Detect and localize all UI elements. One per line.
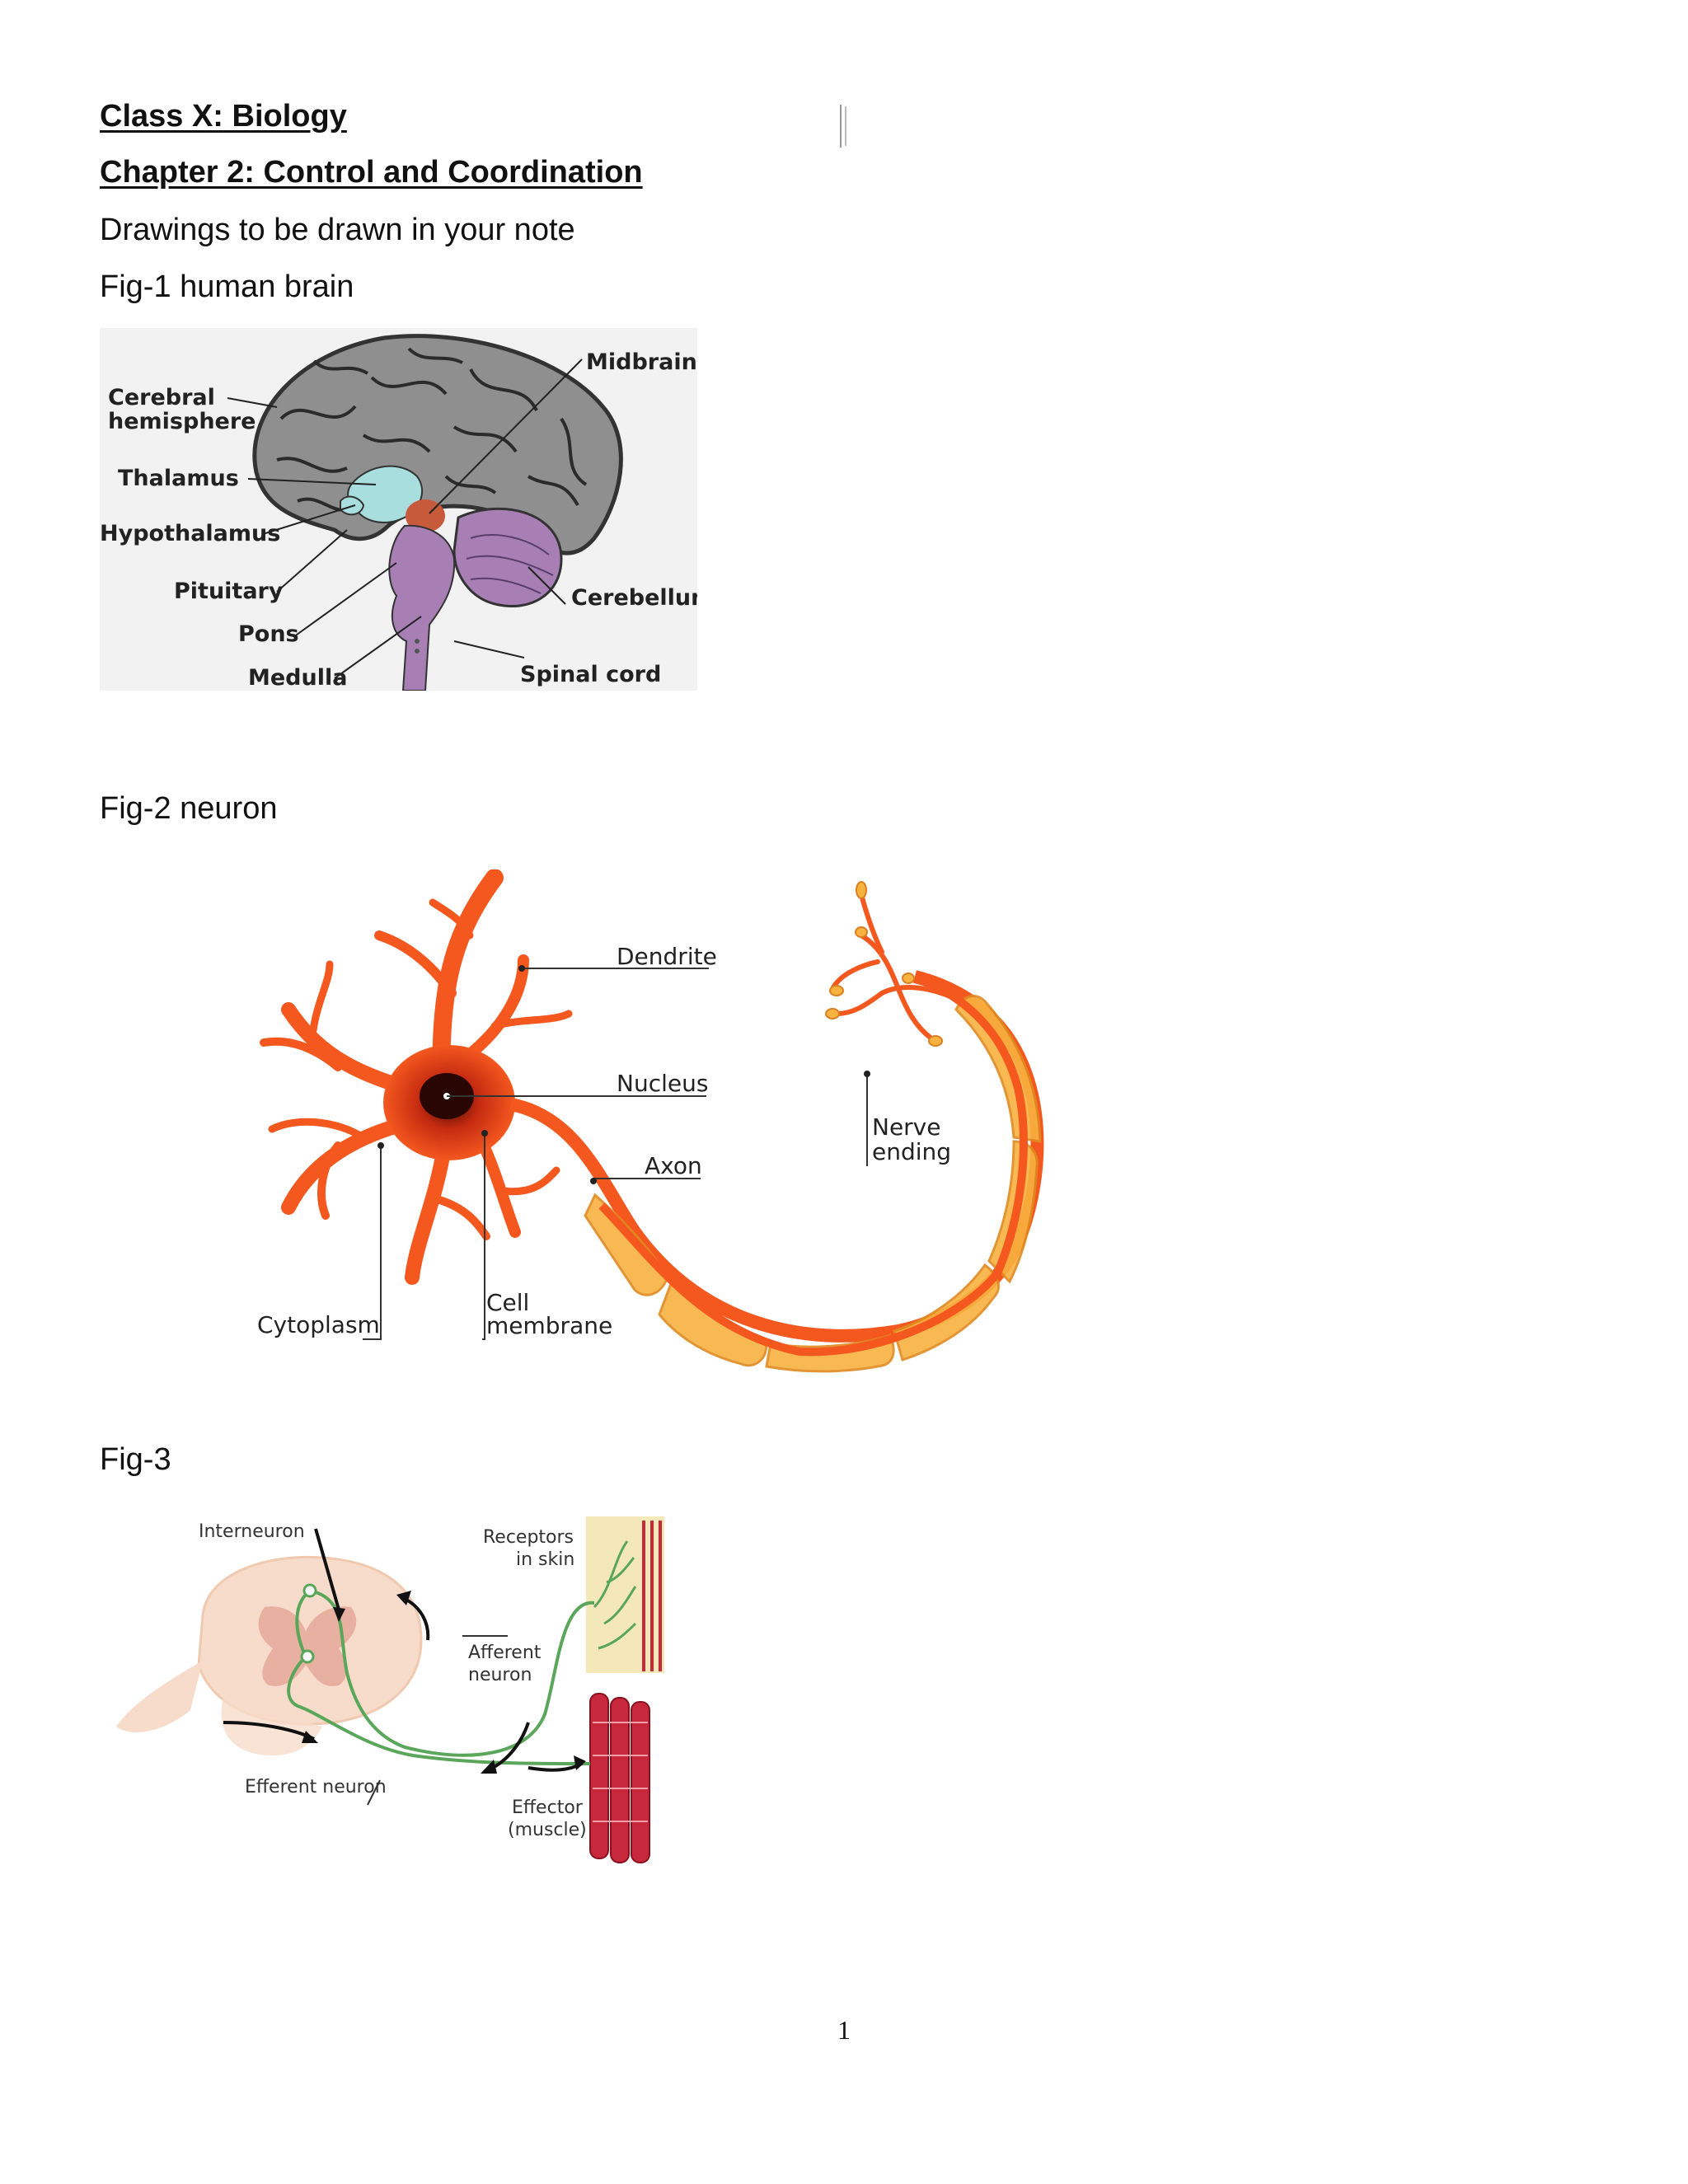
label-midbrain: Midbrain	[586, 349, 697, 375]
brainstem-shape	[388, 524, 456, 691]
instruction-text: Drawings to be drawn in your note	[100, 213, 575, 247]
text-cursor-icon	[840, 105, 846, 148]
label-efferent-neuron: Efferent neuron	[245, 1777, 387, 1797]
fig3-caption: Fig-3	[100, 1442, 171, 1477]
label-pituitary: Pituitary	[174, 579, 284, 604]
label-dendrite: Dendrite	[617, 943, 717, 970]
label-cerebellum: Cerebellum	[571, 585, 697, 611]
neuron-illustration: Dendrite Nucleus Axon Nerve ending Cytop…	[257, 869, 1044, 1373]
class-title: Class X: Biology	[100, 99, 347, 134]
page-number: 1	[837, 2015, 851, 2045]
label-effector: Effector	[512, 1797, 584, 1818]
label-cell: Cell	[486, 1289, 529, 1316]
label-receptors: Receptors	[483, 1527, 574, 1548]
label-nerve: Nerve	[872, 1113, 940, 1141]
label-axon: Axon	[645, 1152, 702, 1179]
reflex-arc-illustration: Interneuron Receptors in skin Afferent n…	[116, 1516, 664, 1863]
label-thalamus: Thalamus	[118, 466, 239, 491]
label-nucleus: Nucleus	[617, 1070, 708, 1097]
fig1-brain-diagram: Cerebral hemisphere Thalamus Hypothalamu…	[100, 328, 697, 691]
label-afferent-neuron: neuron	[468, 1665, 532, 1685]
label-afferent: Afferent	[468, 1643, 542, 1663]
fig2-neuron-diagram: Dendrite Nucleus Axon Nerve ending Cytop…	[239, 869, 1113, 1397]
fig2-caption: Fig-2 neuron	[100, 791, 278, 826]
brain-illustration: Cerebral hemisphere Thalamus Hypothalamu…	[100, 334, 697, 691]
fig3-reflex-arc-diagram: Interneuron Receptors in skin Afferent n…	[100, 1508, 668, 1887]
label-pons: Pons	[238, 621, 299, 647]
label-in-skin: in skin	[516, 1549, 574, 1570]
fig1-caption: Fig-1 human brain	[100, 269, 354, 304]
label-muscle: (muscle)	[508, 1820, 587, 1840]
myelin-sheath	[584, 994, 1042, 1373]
label-ending: ending	[872, 1138, 951, 1165]
label-membrane: membrane	[486, 1312, 612, 1339]
label-medulla: Medulla	[248, 665, 347, 691]
label-cerebral: Cerebral	[108, 385, 215, 410]
chapter-title: Chapter 2: Control and Coordination	[100, 155, 643, 190]
label-spinal-cord: Spinal cord	[520, 662, 661, 687]
label-interneuron: Interneuron	[199, 1521, 305, 1542]
label-hypothalamus: Hypothalamus	[100, 521, 280, 546]
label-hemisphere: hemisphere	[108, 409, 256, 434]
cerebellum-shape	[452, 507, 563, 608]
muscle-effector	[589, 1693, 650, 1863]
label-cytoplasm: Cytoplasm	[257, 1311, 380, 1338]
